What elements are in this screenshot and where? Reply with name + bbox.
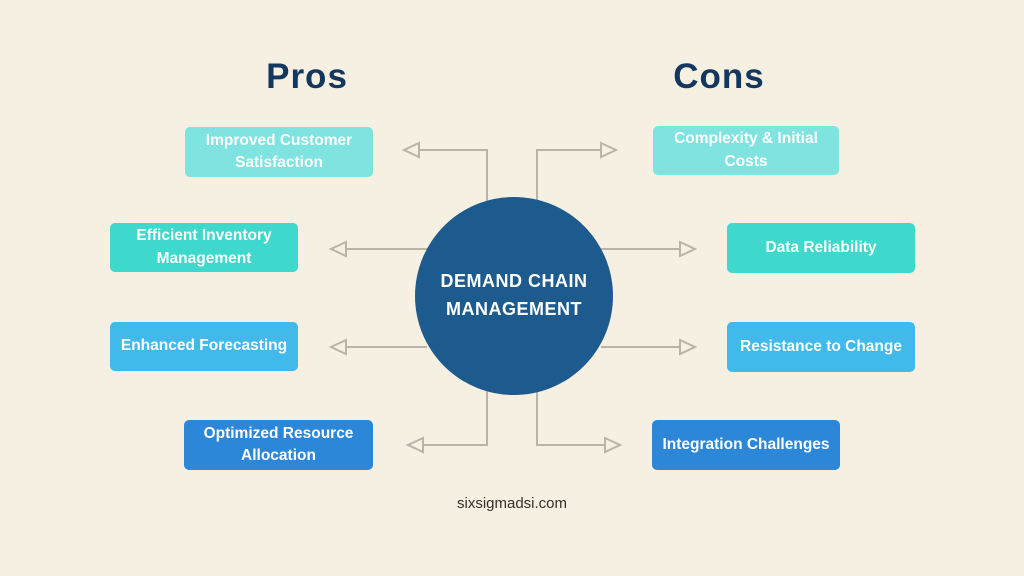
arrowhead-mid-right-upper-icon xyxy=(679,240,698,258)
arrowhead-bottom-right-icon xyxy=(604,436,623,454)
cons-heading: Cons xyxy=(673,57,765,96)
website-credit: sixsigmadsi.com xyxy=(456,495,568,512)
pros-box-improved-customer-satisfaction: Improved Customer Satisfaction xyxy=(185,127,373,177)
cons-box-resistance-to-change: Resistance to Change xyxy=(727,322,915,372)
cons-box-complexity-initial-costs: Complexity & Initial Costs xyxy=(653,126,839,175)
pros-box-optimized-resource-allocation: Optimized Resource Allocation xyxy=(184,420,373,470)
arrowhead-bottom-left-icon xyxy=(405,436,424,454)
pros-box-enhanced-forecasting: Enhanced Forecasting xyxy=(110,322,298,371)
arrowhead-mid-left-upper-icon xyxy=(328,240,347,258)
pros-box-efficient-inventory-management: Efficient Inventory Management xyxy=(110,223,298,272)
pros-heading: Pros xyxy=(266,57,348,96)
arrowhead-top-left-icon xyxy=(401,141,420,159)
center-topic-circle: DEMAND CHAIN MANAGEMENT xyxy=(415,197,613,395)
arrowhead-mid-right-lower-icon xyxy=(679,338,698,356)
connector-top-right xyxy=(536,149,601,202)
connector-bottom-right xyxy=(536,391,605,446)
cons-box-integration-challenges: Integration Challenges xyxy=(652,420,840,470)
cons-box-data-reliability: Data Reliability xyxy=(727,223,915,273)
connector-bottom-left xyxy=(423,391,488,446)
connector-top-left xyxy=(419,149,488,202)
arrowhead-top-right-icon xyxy=(600,141,619,159)
arrowhead-mid-left-lower-icon xyxy=(328,338,347,356)
